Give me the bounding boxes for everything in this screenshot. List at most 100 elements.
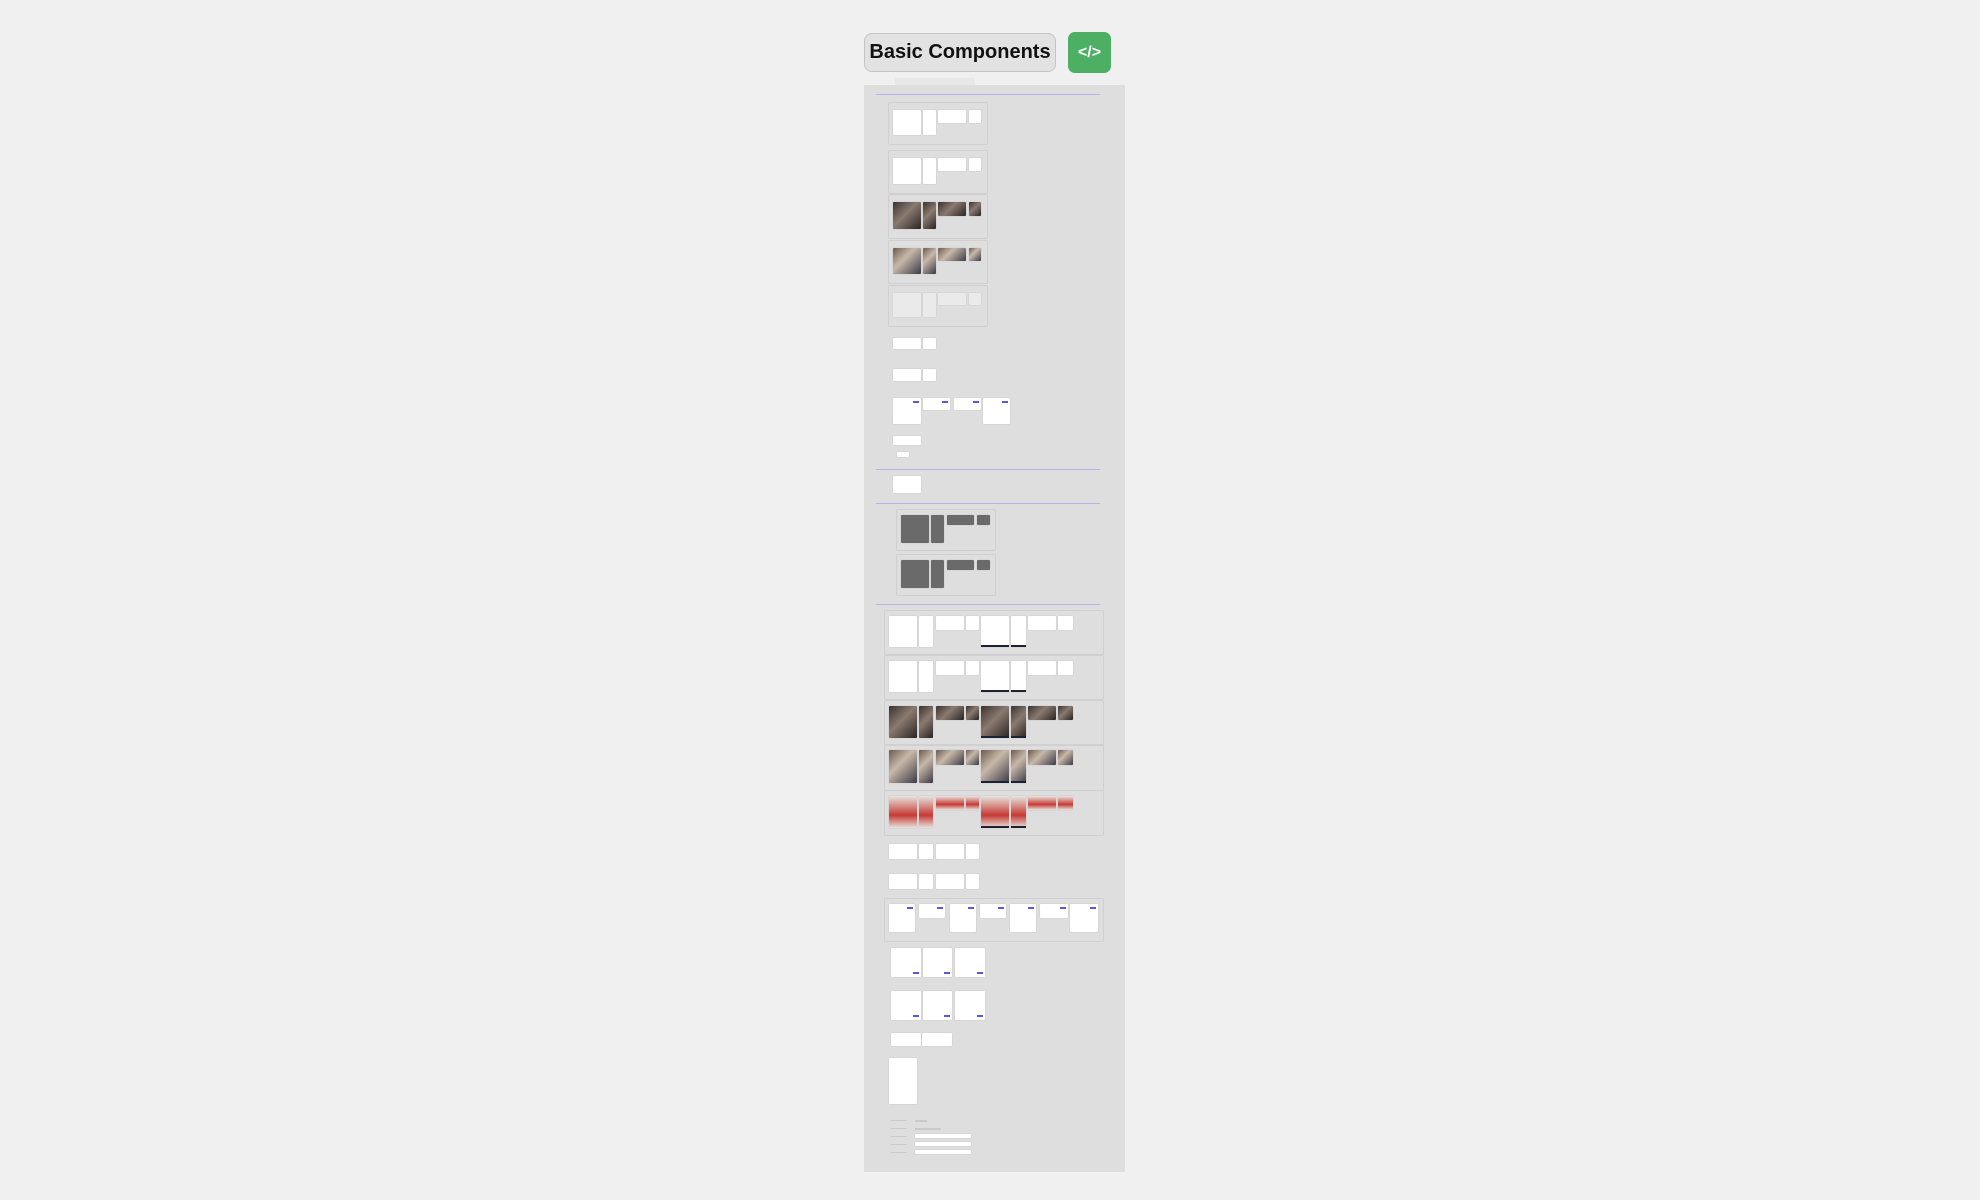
component-preview bbox=[936, 750, 964, 765]
component-preview bbox=[889, 750, 917, 783]
component-group bbox=[888, 102, 988, 145]
component-preview bbox=[1011, 796, 1026, 828]
component-preview bbox=[893, 110, 921, 135]
dark-preview bbox=[931, 560, 944, 588]
form-preview bbox=[1070, 904, 1098, 932]
dark-preview bbox=[931, 515, 944, 543]
preview bbox=[893, 476, 921, 493]
component-preview bbox=[1058, 706, 1073, 721]
form-preview bbox=[1040, 904, 1068, 918]
preview bbox=[966, 874, 979, 889]
component-preview bbox=[923, 158, 936, 184]
dialog-preview bbox=[955, 948, 985, 977]
code-icon: </> bbox=[1077, 43, 1102, 61]
component-preview bbox=[966, 706, 979, 721]
component-preview bbox=[966, 616, 979, 630]
component-group bbox=[888, 194, 988, 239]
component-preview bbox=[923, 248, 936, 274]
page-title-button[interactable]: Basic Components bbox=[864, 33, 1056, 72]
component-preview bbox=[969, 158, 981, 171]
component-preview bbox=[936, 661, 964, 675]
component-group bbox=[896, 554, 996, 596]
component-preview bbox=[936, 796, 964, 811]
preview bbox=[936, 844, 964, 859]
component-preview bbox=[936, 616, 964, 630]
preview bbox=[893, 436, 921, 445]
component-preview bbox=[1058, 796, 1073, 811]
section-divider bbox=[876, 604, 1100, 605]
component-preview bbox=[969, 293, 981, 305]
component-preview bbox=[966, 750, 979, 765]
component-preview bbox=[889, 706, 917, 738]
section-divider bbox=[876, 503, 1100, 504]
component-preview bbox=[1028, 796, 1056, 811]
component-group bbox=[884, 610, 1104, 655]
form-preview bbox=[950, 904, 976, 932]
value bbox=[915, 1128, 941, 1130]
tab-hint bbox=[895, 78, 975, 85]
form-preview bbox=[1010, 904, 1036, 932]
dialog-preview bbox=[891, 991, 921, 1020]
component-preview bbox=[889, 616, 917, 647]
preview bbox=[919, 874, 933, 889]
preview bbox=[919, 844, 933, 859]
preview bbox=[966, 844, 979, 859]
component-preview bbox=[981, 796, 1009, 828]
component-preview bbox=[969, 202, 981, 216]
dark-preview bbox=[977, 515, 990, 525]
preview bbox=[897, 452, 909, 457]
value bbox=[915, 1120, 927, 1122]
component-preview bbox=[889, 796, 917, 828]
component-preview bbox=[923, 293, 936, 317]
label bbox=[891, 1136, 907, 1137]
label bbox=[891, 1144, 907, 1145]
form-preview bbox=[954, 398, 981, 410]
component-preview bbox=[969, 110, 981, 123]
component-preview bbox=[1011, 706, 1026, 738]
component-preview bbox=[919, 706, 933, 738]
dark-preview bbox=[901, 515, 929, 543]
preview bbox=[893, 369, 921, 381]
component-preview bbox=[938, 248, 966, 261]
component-preview bbox=[1011, 616, 1026, 647]
component-preview bbox=[966, 661, 979, 675]
component-preview bbox=[923, 202, 936, 229]
component-preview bbox=[893, 158, 921, 184]
component-preview bbox=[919, 750, 933, 783]
dark-preview bbox=[947, 515, 974, 525]
input-preview bbox=[915, 1134, 971, 1138]
preview bbox=[891, 1033, 921, 1046]
component-preview bbox=[923, 110, 936, 135]
preview bbox=[923, 338, 936, 349]
label bbox=[891, 1152, 907, 1153]
component-group bbox=[884, 790, 1104, 836]
component-preview bbox=[919, 796, 933, 828]
component-group bbox=[888, 240, 988, 284]
component-preview bbox=[1058, 661, 1073, 675]
input-preview bbox=[915, 1150, 971, 1154]
dark-preview bbox=[947, 560, 974, 570]
view-code-button[interactable]: </> bbox=[1068, 32, 1111, 73]
component-preview bbox=[981, 616, 1009, 647]
dialog-preview bbox=[923, 948, 952, 977]
component-preview bbox=[981, 750, 1009, 783]
form-preview bbox=[889, 904, 915, 932]
component-preview bbox=[1028, 750, 1056, 765]
form-preview bbox=[980, 904, 1006, 918]
input-preview bbox=[915, 1142, 971, 1146]
component-preview bbox=[1028, 706, 1056, 721]
component-preview bbox=[938, 110, 966, 123]
section-divider bbox=[876, 469, 1100, 470]
preview bbox=[923, 369, 936, 381]
preview bbox=[889, 1058, 917, 1104]
component-preview bbox=[938, 202, 966, 216]
component-preview bbox=[893, 202, 921, 229]
dark-preview bbox=[977, 560, 990, 570]
component-preview bbox=[938, 293, 966, 305]
component-preview bbox=[938, 158, 966, 171]
dark-preview bbox=[901, 560, 929, 588]
preview bbox=[922, 1033, 952, 1046]
preview bbox=[936, 874, 964, 889]
component-preview bbox=[919, 616, 933, 647]
component-preview bbox=[936, 706, 964, 721]
